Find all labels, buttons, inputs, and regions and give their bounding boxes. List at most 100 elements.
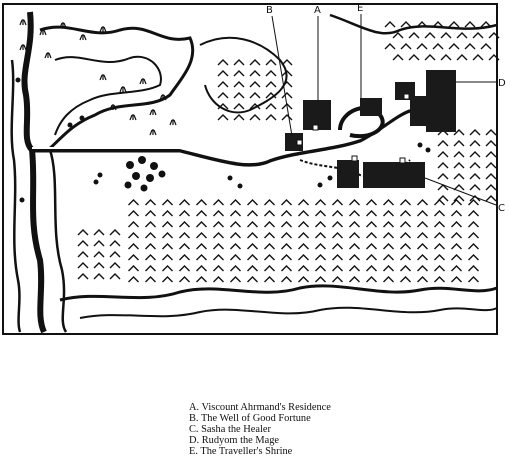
mountain-mark xyxy=(196,221,207,228)
mountain-mark xyxy=(383,199,394,206)
mountain-mark xyxy=(128,276,139,283)
mountain-mark xyxy=(298,265,309,272)
mountain-mark xyxy=(265,92,277,99)
mountain-mark xyxy=(468,232,479,239)
mountain-mark xyxy=(128,210,139,217)
mountain-mark xyxy=(281,92,293,99)
mountain-mark xyxy=(315,232,326,239)
mountain-mark xyxy=(383,232,394,239)
mountain-mark xyxy=(315,199,326,206)
mountain-mark xyxy=(349,210,360,217)
mountain-mark xyxy=(451,243,462,250)
mountain-mark xyxy=(298,276,309,283)
callout-line-c xyxy=(424,177,497,206)
mountain-mark xyxy=(145,243,156,250)
mountain-mark xyxy=(179,254,190,261)
mountain-mark xyxy=(468,221,479,228)
ridge-line xyxy=(54,55,162,136)
marsh-tuft xyxy=(44,52,52,59)
mountain-mark xyxy=(281,243,292,250)
mountain-mark xyxy=(384,21,396,28)
legend-item: B. The Well of Good Fortune xyxy=(189,413,311,424)
mountain-mark xyxy=(400,265,411,272)
mountain-mark xyxy=(434,232,445,239)
marsh-tuft xyxy=(119,86,127,93)
mountain-mark xyxy=(315,254,326,261)
mountain-mark xyxy=(265,59,277,66)
marsh-tufts xyxy=(19,19,177,136)
mountain-mark xyxy=(480,43,492,50)
mountain-mark xyxy=(298,199,309,206)
river-bank-left xyxy=(10,59,22,333)
mountain-mark xyxy=(332,254,343,261)
mountain-mark xyxy=(247,232,258,239)
door xyxy=(403,93,410,100)
mountain-mark xyxy=(315,265,326,272)
mountain-mark xyxy=(453,129,465,136)
mountain-mark xyxy=(217,114,229,121)
mountain-mark xyxy=(230,199,241,206)
mountain-mark xyxy=(109,251,121,258)
mountain-mark xyxy=(485,184,497,191)
mountain-mark xyxy=(408,54,420,61)
mountain-mark xyxy=(434,221,445,228)
mountain-mark xyxy=(264,265,275,272)
mountain-mark xyxy=(349,232,360,239)
mountain-mark xyxy=(109,262,121,269)
mountain-mark xyxy=(383,243,394,250)
mountain-mark xyxy=(264,221,275,228)
mountain-mark xyxy=(298,254,309,261)
mountain-mark xyxy=(416,21,428,28)
mountain-mark xyxy=(434,276,445,283)
mountain-mark xyxy=(366,210,377,217)
mountain-mark xyxy=(453,151,465,158)
mountain-mark xyxy=(400,243,411,250)
mountain-mark xyxy=(417,254,428,261)
mountain-mark xyxy=(145,221,156,228)
mountain-mark xyxy=(264,210,275,217)
mountain-mark xyxy=(448,43,460,50)
mountain-mark xyxy=(485,195,497,202)
mountain-mark xyxy=(217,92,229,99)
mountain-mark xyxy=(349,221,360,228)
mountain-mark xyxy=(400,232,411,239)
door xyxy=(312,124,319,131)
mountain-mark xyxy=(400,254,411,261)
mountain-mark xyxy=(145,210,156,217)
mountain-mark xyxy=(281,114,293,121)
mountain-mark xyxy=(469,129,481,136)
mountain-mark xyxy=(453,173,465,180)
mountain-mark xyxy=(264,232,275,239)
mountain-mark xyxy=(440,32,452,39)
mountain-mark xyxy=(400,199,411,206)
mountain-mark xyxy=(468,254,479,261)
mountain-mark xyxy=(281,59,293,66)
mountain-mark xyxy=(485,162,497,169)
mountain-mark xyxy=(145,254,156,261)
mountain-mark xyxy=(217,70,229,77)
marsh-tuft xyxy=(59,22,67,29)
mountain-mark xyxy=(349,199,360,206)
mountain-mark xyxy=(128,221,139,228)
building-mage-wing xyxy=(410,96,430,126)
mountain-mark xyxy=(383,221,394,228)
mountain-mark xyxy=(213,210,224,217)
mountain-mark xyxy=(247,254,258,261)
mountain-mark xyxy=(366,276,377,283)
mountain-mark xyxy=(109,240,121,247)
mountain-mark xyxy=(145,276,156,283)
mountain-mark xyxy=(213,265,224,272)
mountain-mark xyxy=(464,21,476,28)
mountain-mark xyxy=(230,276,241,283)
mountain-mark xyxy=(213,243,224,250)
mountain-mark xyxy=(145,232,156,239)
mountain-mark xyxy=(451,254,462,261)
mountain-mark xyxy=(281,210,292,217)
mountain-mark xyxy=(264,199,275,206)
mountain-mark xyxy=(469,195,481,202)
tree-cluster xyxy=(15,77,431,203)
mountain-mark xyxy=(298,210,309,217)
mountain-mark xyxy=(247,265,258,272)
hill-outline xyxy=(329,13,498,35)
mountain-mark xyxy=(434,265,445,272)
